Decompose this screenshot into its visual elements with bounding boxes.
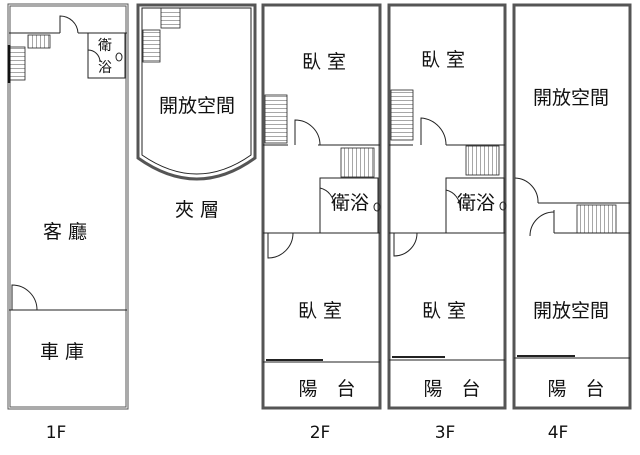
room-label-living: 客 廳 [43,221,87,243]
room-label-open-space: 開放空間 [159,95,235,117]
floor-2-plan: 臥 室 衛浴 臥 室 陽 台 2F [261,3,382,443]
room-label-balcony: 陽 台 [547,378,604,400]
floor-4-plan: 開放空間 開放空間 陽 台 4F [512,3,632,443]
floor-label-3f: 3F [435,423,456,443]
floor-3-plan: 臥 室 衛浴 臥 室 陽 台 3F [387,3,507,443]
floor-label-1f: 1F [46,423,67,443]
room-label-balcony: 陽 台 [423,378,480,400]
room-label-bedroom-bottom: 臥 室 [298,300,342,322]
room-label-bedroom-bottom: 臥 室 [422,300,466,322]
room-label-open-space-bottom: 開放空間 [533,300,609,322]
room-label-bath: 衛浴 [331,192,369,214]
floor-label-2f: 2F [310,423,331,443]
room-label-bedroom-top: 臥 室 [302,51,346,73]
room-label-open-space-top: 開放空間 [533,87,609,109]
room-label-bath-1: 衛 [98,38,112,54]
room-label-garage: 車 庫 [40,341,84,363]
room-label-bath: 衛浴 [457,192,495,214]
floor-label-4f: 4F [548,423,569,443]
mezzanine-plan: 開放空間 夾 層 [136,3,257,221]
floor-label-mezzanine: 夾 層 [175,199,219,221]
room-label-balcony: 陽 台 [298,378,355,400]
room-label-bath-2: 浴 [98,60,112,76]
floor-1-plan: 客 廳 車 庫 衛 浴 1F [7,3,129,443]
room-label-bedroom-top: 臥 室 [421,49,465,71]
